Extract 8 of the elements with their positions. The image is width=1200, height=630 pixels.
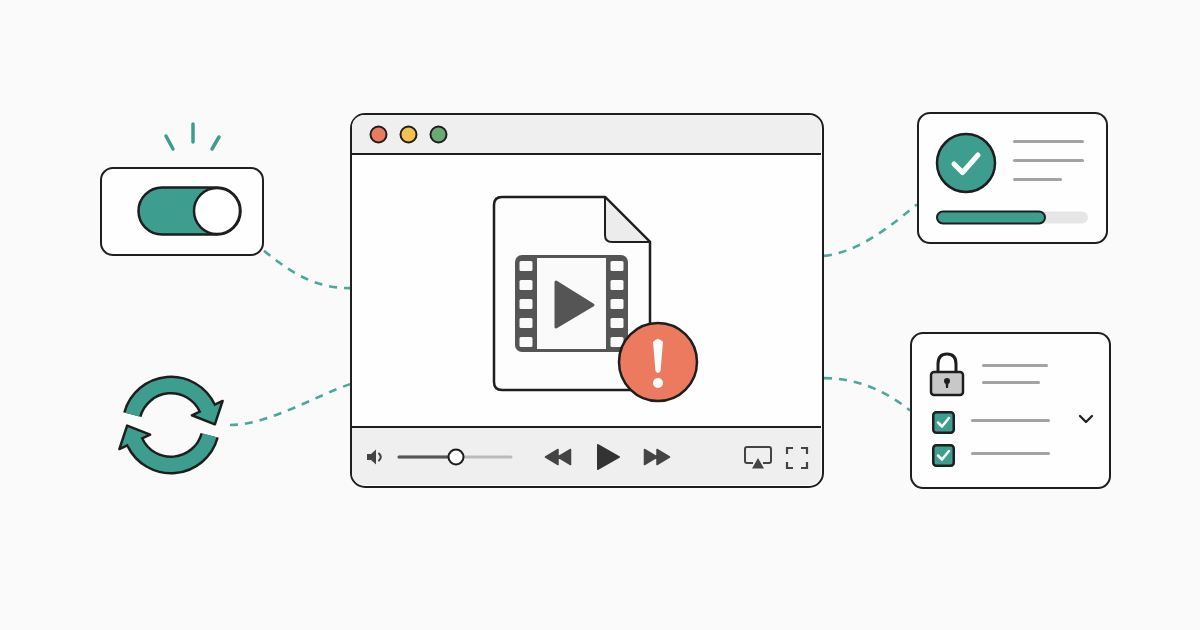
connector-line [823, 203, 918, 258]
connector-line [823, 376, 911, 412]
toggle-card [100, 167, 264, 256]
connector-line [263, 249, 351, 290]
status-card [917, 112, 1108, 244]
settings-card [910, 332, 1111, 489]
connector-line [229, 382, 351, 427]
video-player-window [350, 113, 824, 488]
